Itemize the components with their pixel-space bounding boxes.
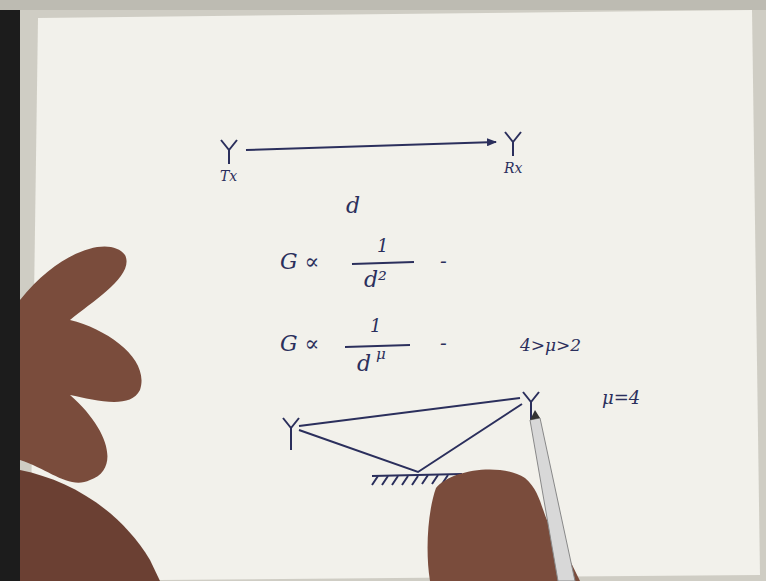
- formula-text: G ∝: [280, 250, 319, 274]
- dark-edge: [0, 0, 20, 581]
- pen-tip: [530, 410, 540, 420]
- antenna-node: Rx: [496, 128, 530, 178]
- pen: [530, 418, 575, 581]
- antenna-label: Tx: [220, 168, 237, 184]
- direct-ray: [299, 398, 520, 426]
- hands: [20, 246, 580, 581]
- reflected-ray: [299, 404, 522, 472]
- antenna-symbol: [212, 136, 246, 166]
- numerator: 1: [370, 316, 381, 336]
- distance-label: d: [346, 194, 360, 218]
- antenna-label: Rx: [504, 160, 522, 176]
- left-hand: [20, 470, 160, 581]
- range-note: 4>μ>2: [520, 336, 581, 355]
- tick-mark: -: [440, 250, 447, 272]
- left-hand: [20, 246, 142, 482]
- antenna-symbol: [523, 392, 539, 420]
- formula-text: G ∝: [280, 332, 319, 356]
- tick-mark: -: [440, 332, 447, 354]
- antenna-node: Tx: [212, 136, 246, 186]
- exponent-note: μ=4: [602, 388, 640, 408]
- paper-sheet: [30, 10, 760, 581]
- signal-arrow: [246, 142, 496, 150]
- fraction-bar: [352, 262, 414, 264]
- denominator: d²: [364, 268, 387, 292]
- exponent: μ: [376, 346, 386, 363]
- wall: [0, 0, 766, 10]
- numerator: 1: [377, 236, 388, 256]
- antenna-symbol: [496, 128, 530, 158]
- antenna-symbol: [283, 418, 299, 450]
- denominator: d: [357, 352, 371, 376]
